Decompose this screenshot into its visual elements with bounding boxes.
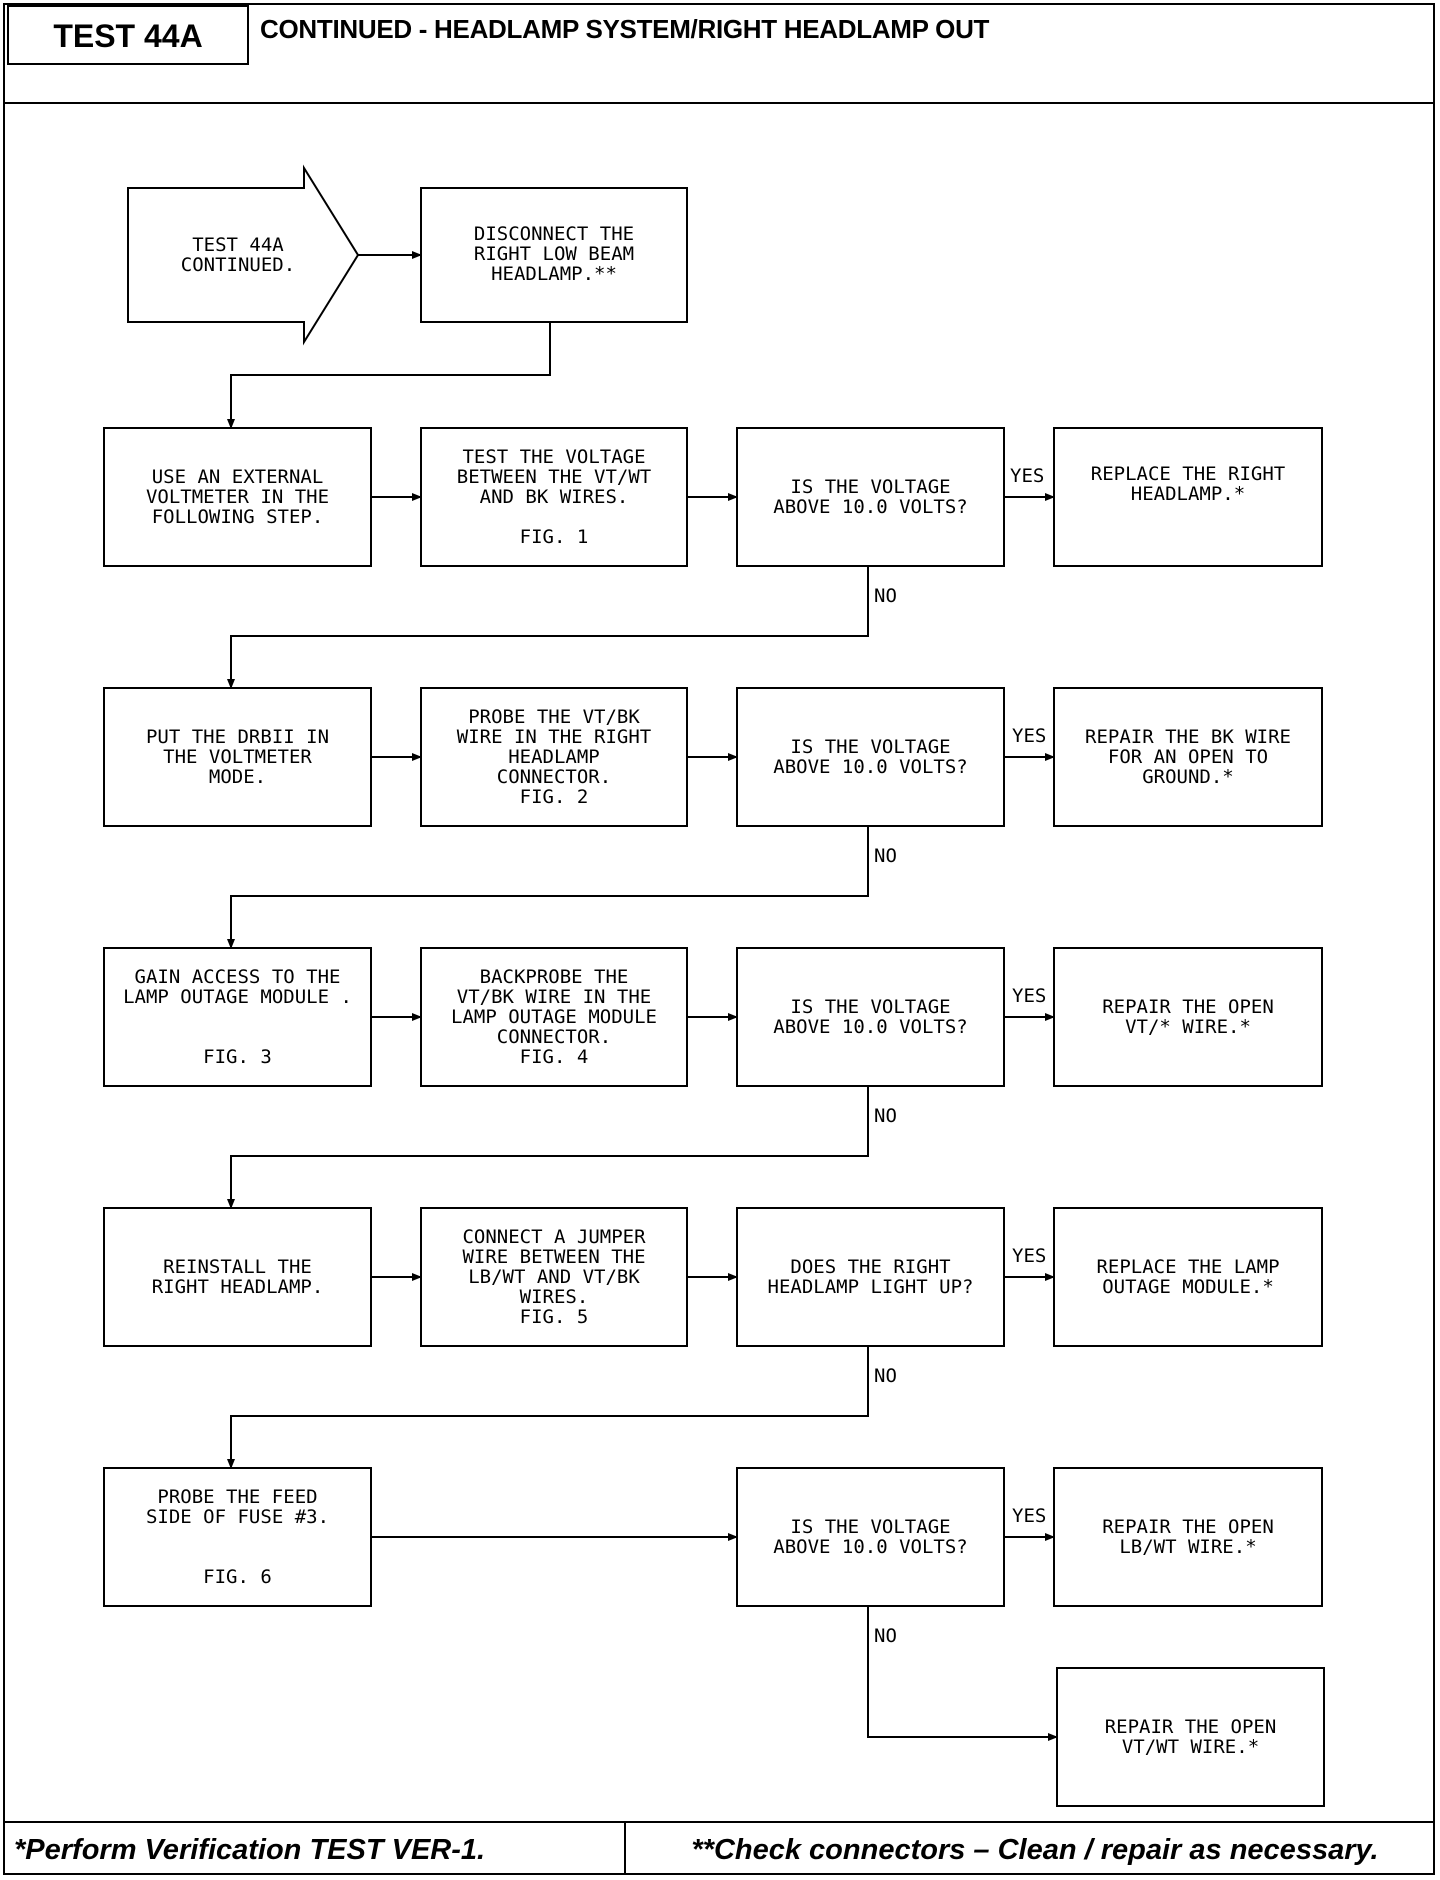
- step-probe-fuse: PROBE THE FEED SIDE OF FUSE #3. FIG. 6: [145, 1486, 330, 1588]
- step-connect-jumper: CONNECT A JUMPER WIRE BETWEEN THE LB/WT …: [462, 1226, 646, 1328]
- step-reinstall-headlamp: REINSTALL THE RIGHT HEADLAMP.: [151, 1256, 324, 1298]
- result-repair-bk-wire: REPAIR THE BK WIRE FOR AN OPEN TO GROUND…: [1085, 726, 1291, 788]
- yes-label: YES: [1012, 985, 1047, 1007]
- yes-label: YES: [1010, 465, 1045, 487]
- footer-verification-note: *Perform Verification TEST VER-1.: [14, 1833, 486, 1866]
- start-arrow-label: TEST 44A CONTINUED.: [180, 234, 296, 276]
- no-label: NO: [874, 1105, 897, 1127]
- step-put-drbii: PUT THE DRBII IN THE VOLTMETER MODE.: [145, 726, 330, 788]
- step-probe-vtbk: PROBE THE VT/BK WIRE IN THE RIGHT HEADLA…: [456, 706, 652, 808]
- result-repair-vt-wire: REPAIR THE OPEN VT/* WIRE.*: [1102, 996, 1274, 1038]
- decision-voltage-3: IS THE VOLTAGE ABOVE 10.0 VOLTS?: [773, 996, 968, 1038]
- no-label: NO: [874, 1625, 897, 1647]
- result-repair-vtwt-wire: REPAIR THE OPEN VT/WT WIRE.*: [1104, 1716, 1277, 1758]
- decision-voltage-1: IS THE VOLTAGE ABOVE 10.0 VOLTS?: [773, 476, 968, 518]
- page-title: CONTINUED - HEADLAMP SYSTEM/RIGHT HEADLA…: [260, 14, 990, 44]
- no-label: NO: [874, 845, 897, 867]
- decision-voltage-5: IS THE VOLTAGE ABOVE 10.0 VOLTS?: [773, 1516, 968, 1558]
- step-gain-access: GAIN ACCESS TO THE LAMP OUTAGE MODULE . …: [123, 966, 352, 1068]
- yes-label: YES: [1012, 725, 1047, 747]
- step-disconnect-headlamp: DISCONNECT THE RIGHT LOW BEAM HEADLAMP.*…: [473, 223, 635, 285]
- yes-label: YES: [1012, 1245, 1047, 1267]
- yes-label: YES: [1012, 1505, 1047, 1527]
- no-label: NO: [874, 1365, 897, 1387]
- result-replace-module: REPLACE THE LAMP OUTAGE MODULE.*: [1096, 1256, 1280, 1298]
- test-id: TEST 44A: [53, 17, 203, 54]
- step-use-voltmeter: USE AN EXTERNAL VOLTMETER IN THE FOLLOWI…: [145, 466, 330, 528]
- step-backprobe: BACKPROBE THE VT/BK WIRE IN THE LAMP OUT…: [451, 966, 657, 1068]
- decision-headlamp-light: DOES THE RIGHT HEADLAMP LIGHT UP?: [767, 1256, 974, 1298]
- result-repair-lbwt-wire: REPAIR THE OPEN LB/WT WIRE.*: [1102, 1516, 1274, 1558]
- no-label: NO: [874, 585, 897, 607]
- decision-voltage-2: IS THE VOLTAGE ABOVE 10.0 VOLTS?: [773, 736, 968, 778]
- step-test-voltage: TEST THE VOLTAGE BETWEEN THE VT/WT AND B…: [456, 446, 652, 548]
- result-replace-headlamp: REPLACE THE RIGHT HEADLAMP.*: [1090, 463, 1286, 505]
- footer-connector-note: **Check connectors – Clean / repair as n…: [691, 1833, 1379, 1866]
